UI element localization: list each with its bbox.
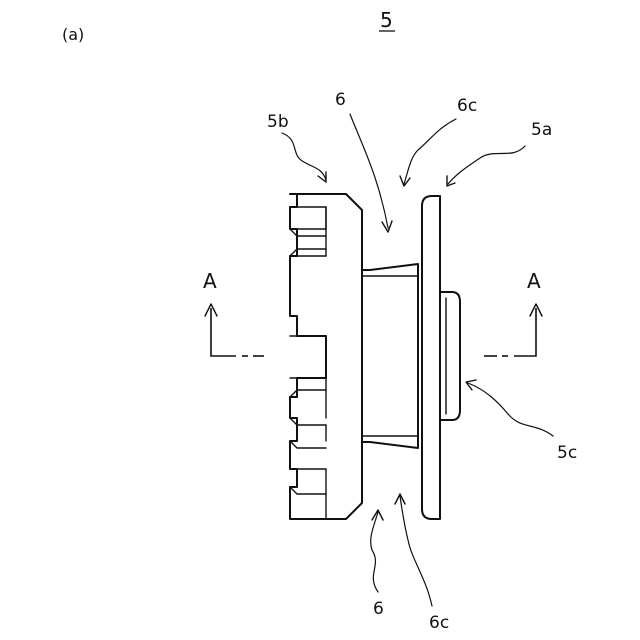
label-5c: 5c xyxy=(557,443,577,463)
label-6-bottom: 6 xyxy=(373,599,384,619)
label-6c-bottom: 6c xyxy=(429,613,449,633)
section-label-left: A xyxy=(203,269,217,293)
label-6-top: 6 xyxy=(335,90,346,110)
label-5a: 5a xyxy=(531,120,552,140)
leader-6-top xyxy=(350,114,392,232)
leader-6-bottom xyxy=(371,510,383,592)
label-5b: 5b xyxy=(267,112,289,132)
section-label-right: A xyxy=(527,269,541,293)
figure-number: 5 xyxy=(380,8,393,32)
section-arrow-left xyxy=(205,304,264,356)
leader-5a xyxy=(447,146,525,186)
leader-6c-bottom xyxy=(395,494,432,606)
figure-sub-label: (a) xyxy=(62,25,84,44)
part-6-neck xyxy=(362,264,418,448)
leader-5b xyxy=(282,133,326,182)
leader-5c xyxy=(466,380,553,436)
part-5c-boss xyxy=(440,292,460,420)
part-5b-body xyxy=(290,194,362,519)
label-6c-top: 6c xyxy=(457,96,477,116)
section-arrow-right xyxy=(484,304,542,356)
part-5a-flange xyxy=(422,196,440,519)
